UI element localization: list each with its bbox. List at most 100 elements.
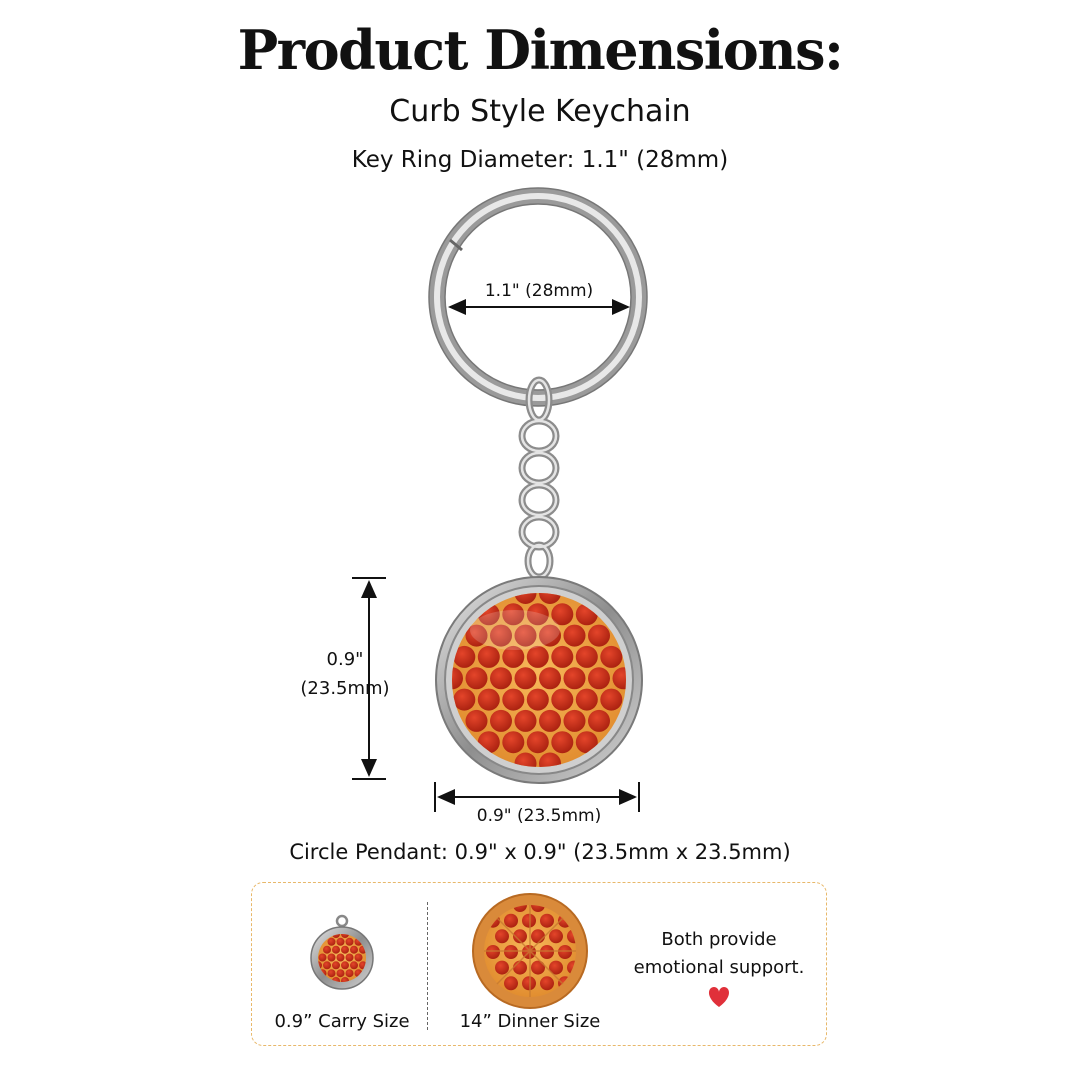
- pepperoni-slice: [526, 645, 549, 668]
- pepperoni-slice: [350, 945, 358, 954]
- pepperoni-slice: [563, 709, 586, 732]
- pepperoni-slice: [502, 603, 525, 626]
- pepperoni-slice: [336, 937, 345, 946]
- pepperoni-slice: [465, 709, 488, 732]
- pepperoni-slice: [495, 929, 509, 944]
- pepperoni-slice: [490, 709, 512, 732]
- pepperoni-slice: [341, 977, 349, 982]
- comparison-divider: [427, 902, 428, 1030]
- pepperoni-slice: [539, 667, 561, 690]
- pepperoni-slice: [477, 688, 500, 711]
- pepperoni-slice: [514, 709, 537, 732]
- pepperoni-slice: [540, 945, 554, 959]
- pepperoni-slice: [486, 945, 500, 959]
- pepperoni-slice: [563, 624, 586, 647]
- pepperoni-slice: [341, 961, 349, 970]
- pepperoni-slice: [522, 913, 536, 928]
- pepperoni-slice: [513, 905, 527, 912]
- pendant-caption: Circle Pendant: 0.9" x 0.9" (23.5mm x 23…: [289, 840, 791, 864]
- pepperoni-slice: [588, 667, 610, 690]
- pepperoni-slice: [354, 953, 363, 962]
- pepperoni-slice: [575, 688, 598, 711]
- pepperoni-slice: [345, 953, 354, 962]
- carry-size-label: 0.9” Carry Size: [274, 1011, 410, 1032]
- pepperoni-slice: [336, 953, 345, 962]
- pepperoni-slice: [549, 929, 563, 944]
- pepperoni-slice: [502, 731, 525, 754]
- pepperoni-slice: [551, 645, 574, 668]
- pepperoni-slice: [514, 624, 537, 647]
- product-subtitle: Curb Style Keychain: [389, 94, 691, 129]
- pepperoni-slice: [345, 969, 354, 978]
- pepperoni-slice: [513, 929, 527, 944]
- ring-diameter-spec: Key Ring Diameter: 1.1" (28mm): [351, 147, 729, 173]
- pepperoni-slice: [350, 961, 358, 970]
- pepperoni-slice: [522, 976, 536, 991]
- pepperoni-slice: [504, 976, 518, 991]
- pepperoni-slice: [531, 960, 545, 975]
- pendant-height-inches: 0.9": [326, 649, 364, 670]
- pepperoni-slice: [332, 961, 340, 970]
- pepperoni-slice: [526, 731, 549, 754]
- dinner-size-label: 14” Dinner Size: [459, 1011, 601, 1032]
- pepperoni-slice: [526, 688, 549, 711]
- pepperoni-slice: [327, 969, 336, 978]
- pepperoni-slice: [341, 934, 349, 938]
- comparison-note: Both provide emotional support.: [616, 926, 822, 982]
- heart-icon: [708, 987, 730, 1007]
- pepperoni-slice: [453, 688, 476, 711]
- pepperoni-slice: [332, 945, 340, 954]
- pepperoni-slice: [502, 688, 525, 711]
- pepperoni-slice: [563, 667, 586, 690]
- note-line-1: Both provide: [661, 929, 777, 950]
- pepperoni-slice: [539, 624, 561, 647]
- pepperoni-slice: [504, 913, 518, 928]
- pizza-pendant: [435, 576, 643, 784]
- pepperoni-slice: [600, 688, 623, 711]
- pepperoni-slice: [514, 593, 537, 604]
- pepperoni-slice: [341, 945, 349, 954]
- pepperoni-slice: [539, 709, 561, 732]
- pepperoni-slice: [323, 961, 331, 970]
- pepperoni-slice: [490, 667, 512, 690]
- key-ring: [428, 187, 648, 407]
- pendant-height-mm: (23.5mm): [300, 678, 390, 699]
- pepperoni-slice: [551, 688, 574, 711]
- pizza-icon: [472, 893, 588, 1009]
- pepperoni-slice: [600, 645, 623, 668]
- pepperoni-slice: [465, 624, 488, 647]
- pepperoni-slice: [327, 953, 336, 962]
- pepperoni-slice: [539, 752, 561, 767]
- pendant-width-label: 0.9" (23.5mm): [476, 806, 602, 826]
- pepperoni-slice: [332, 977, 340, 982]
- pepperoni-slice: [539, 593, 561, 604]
- size-comparison-box: [251, 882, 827, 1046]
- pepperoni-slice: [318, 953, 327, 962]
- pepperoni-slice: [514, 667, 537, 690]
- ring-dimension-label: 1.1" (28mm): [484, 281, 594, 301]
- pepperoni-slice: [540, 976, 554, 991]
- pepperoni-slice: [453, 645, 476, 668]
- pepperoni-slice: [345, 937, 354, 946]
- pepperoni-slice: [477, 645, 500, 668]
- small-pendant-icon: [310, 914, 374, 990]
- pepperoni-slice: [452, 667, 463, 690]
- pepperoni-slice: [558, 945, 572, 959]
- pepperoni-slice: [540, 913, 554, 928]
- pepperoni-slice: [327, 937, 336, 946]
- pepperoni-slice: [531, 905, 545, 912]
- pepperoni-slice: [551, 603, 574, 626]
- pepperoni-slice: [504, 945, 518, 959]
- pepperoni-slice: [502, 645, 525, 668]
- pepperoni-slice: [490, 624, 512, 647]
- pepperoni-slice: [318, 961, 322, 970]
- pepperoni-slice: [514, 752, 537, 767]
- pepperoni-slice: [588, 709, 610, 732]
- pepperoni-slice: [612, 667, 626, 690]
- pepperoni-slice: [495, 960, 509, 975]
- pepperoni-slice: [551, 731, 574, 754]
- pepperoni-slice: [575, 731, 598, 754]
- note-line-2: emotional support.: [633, 957, 805, 978]
- pepperoni-slice: [465, 667, 488, 690]
